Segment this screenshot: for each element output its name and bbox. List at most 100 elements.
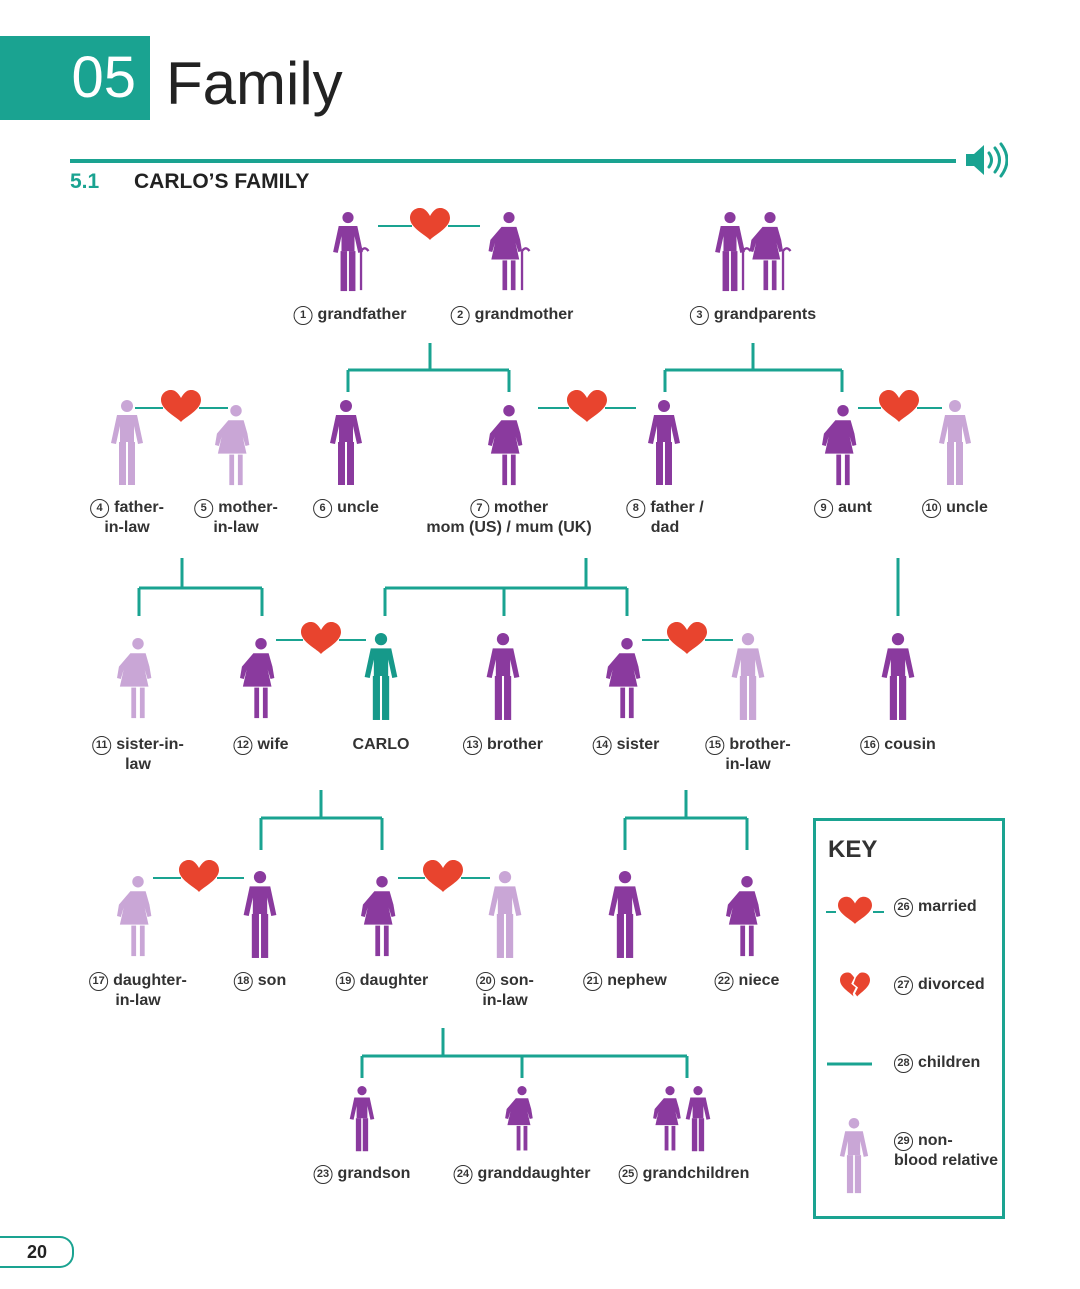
grandchildren-boy-icon xyxy=(685,1086,711,1152)
label-text: grandfather xyxy=(317,306,407,323)
item-number: 5 xyxy=(194,499,214,518)
label-text: brother xyxy=(487,736,543,753)
brother-icon xyxy=(486,633,520,720)
label-text: grandson xyxy=(337,1165,411,1182)
item-number: 13 xyxy=(463,736,482,755)
label-text: in-law xyxy=(115,992,161,1009)
item-number: 12 xyxy=(233,736,253,755)
father-icon xyxy=(648,400,680,485)
item-number: 23 xyxy=(313,1165,333,1184)
item-number: 20 xyxy=(476,972,496,991)
member-label: CARLO xyxy=(353,735,410,755)
item-number: 22 xyxy=(714,972,734,991)
label-text: grandchildren xyxy=(642,1165,750,1182)
label-text: married xyxy=(918,898,977,915)
label-text: son- xyxy=(500,972,534,989)
heart-icon xyxy=(667,622,707,654)
item-number: 24 xyxy=(453,1165,473,1184)
chapter-number: 05 xyxy=(71,45,136,110)
label-text: in-law xyxy=(725,756,771,773)
label-text: niece xyxy=(738,972,780,989)
label-text: grandparents xyxy=(713,306,817,323)
grandparents-grandmother-icon xyxy=(749,212,792,291)
daughter-in-law-icon xyxy=(117,876,152,957)
heart-icon xyxy=(423,860,463,892)
item-number: 18 xyxy=(233,972,253,991)
item-number: 6 xyxy=(313,499,333,518)
granddaughter-icon xyxy=(505,1086,533,1151)
item-number: 28 xyxy=(894,1054,913,1073)
item-number: 8 xyxy=(626,499,646,518)
item-number: 26 xyxy=(894,898,913,917)
label-text: in-law xyxy=(104,519,150,536)
label-text: daughter- xyxy=(113,972,187,989)
item-number: 16 xyxy=(860,736,880,755)
brother-in-law-icon xyxy=(731,633,765,720)
item-number: 3 xyxy=(689,306,709,325)
label-text: children xyxy=(918,1054,981,1071)
son-icon xyxy=(243,871,277,958)
children-connector xyxy=(663,343,844,392)
label-text: sister xyxy=(616,736,660,753)
label-text: father / xyxy=(650,499,704,516)
item-number: 21 xyxy=(583,972,603,991)
item-number: 4 xyxy=(90,499,110,518)
item-number: 1 xyxy=(293,306,313,325)
label-text: in-law xyxy=(213,519,259,536)
label-text: non- xyxy=(918,1132,953,1149)
label-text: granddaughter xyxy=(477,1165,591,1182)
broken-heart-icon xyxy=(840,972,870,997)
children-connector xyxy=(346,343,511,392)
heart-icon xyxy=(161,390,201,422)
sister-in-law-icon xyxy=(117,638,152,719)
daughter-icon xyxy=(361,876,396,957)
sister-icon xyxy=(606,638,641,719)
heart-icon xyxy=(410,208,450,240)
cousin-icon xyxy=(881,633,915,720)
children-connector xyxy=(623,790,749,850)
label-text: divorced xyxy=(918,976,985,993)
uncle-in-law-icon xyxy=(939,400,971,485)
item-number: 15 xyxy=(705,736,725,755)
children-connector xyxy=(259,790,384,850)
speaker-icon[interactable] xyxy=(964,141,1008,179)
carlo-icon xyxy=(364,633,398,720)
key-non-blood-person-icon xyxy=(839,1118,869,1194)
item-number: 29 xyxy=(894,1132,913,1151)
label-text: daughter xyxy=(359,972,429,989)
label-text: dad xyxy=(650,519,680,536)
label-text: sister-in- xyxy=(116,736,184,753)
member-label: 13 brother xyxy=(463,735,543,755)
key-item-label: 28 children xyxy=(894,1053,980,1073)
label-text: mother- xyxy=(218,499,278,516)
uncle-icon xyxy=(330,400,362,485)
father-in-law-icon xyxy=(111,400,143,485)
item-number: 9 xyxy=(814,499,834,518)
label-text: in-law xyxy=(482,992,528,1009)
grandmother-icon xyxy=(488,212,531,291)
label-text: son xyxy=(257,972,287,989)
key-heart-icon xyxy=(838,896,872,924)
item-number: 2 xyxy=(450,306,470,325)
item-number: 19 xyxy=(335,972,355,991)
item-number: 17 xyxy=(89,972,109,991)
section-title: CARLO’S FAMILY xyxy=(134,170,310,193)
